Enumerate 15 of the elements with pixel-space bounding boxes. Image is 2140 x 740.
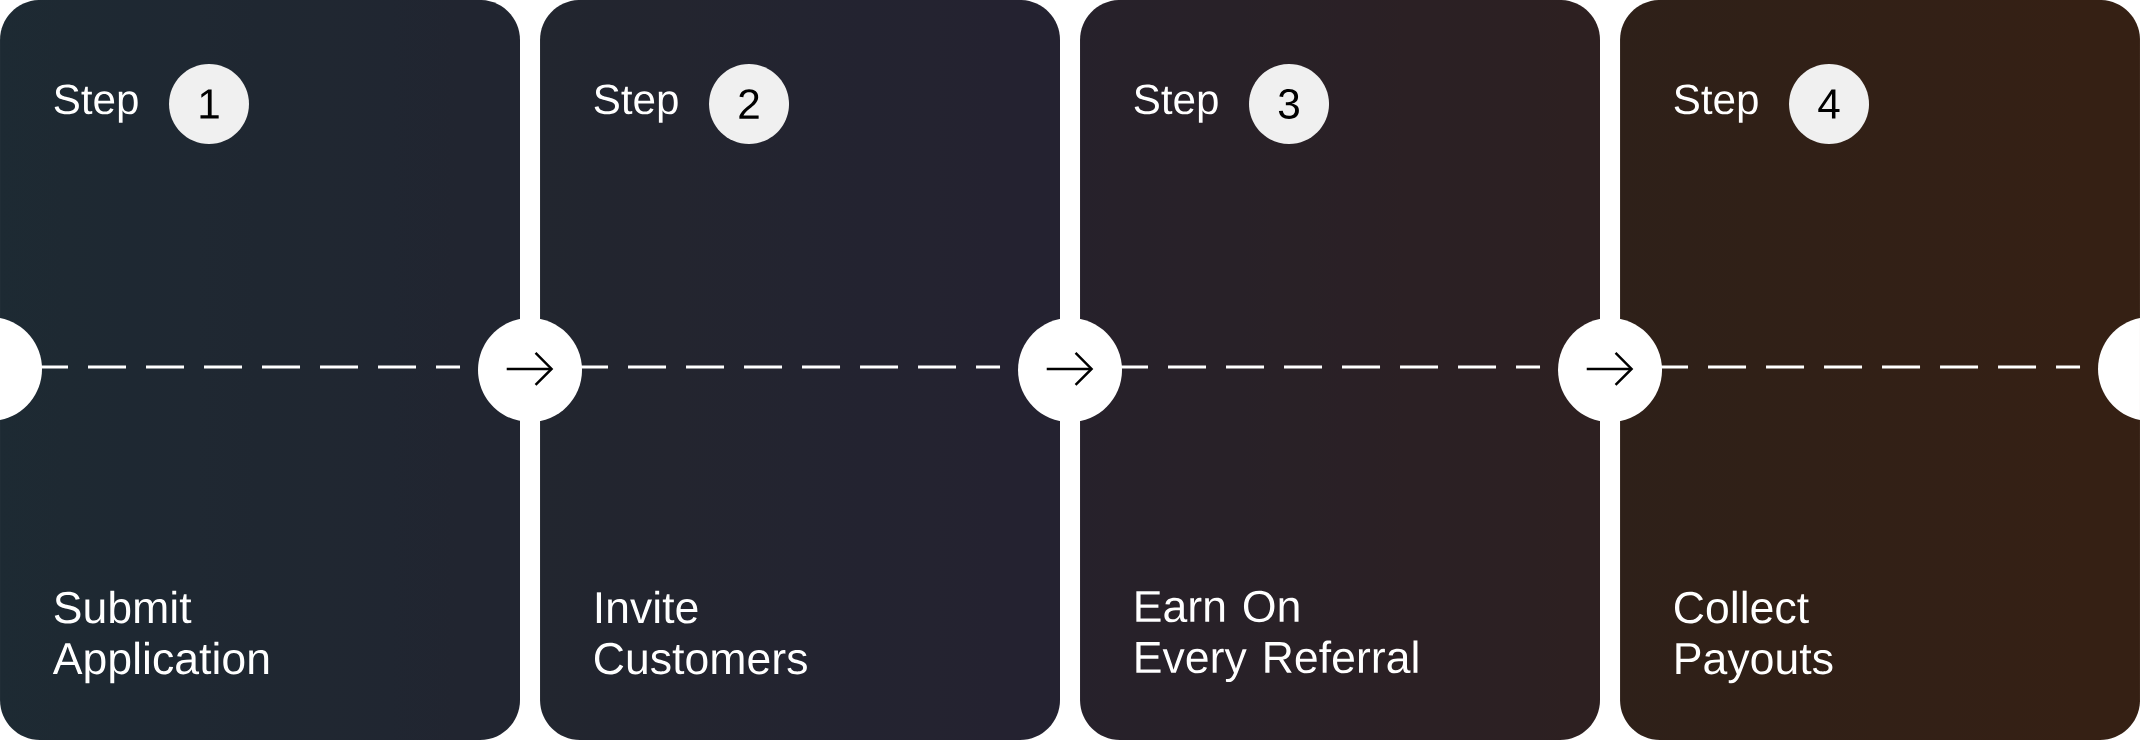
arrow-button (478, 318, 582, 422)
number-badge: 4 (1789, 64, 1869, 144)
arrow-button (1018, 318, 1122, 422)
step-label: Step (1674, 84, 1758, 123)
step-title: Submit Application (52, 590, 269, 684)
step-label: Step (54, 84, 138, 123)
arrow-button (1558, 318, 1663, 422)
step-title: Collect Payouts (1675, 590, 1833, 684)
step-label: Step (1134, 84, 1218, 123)
step-title: Earn On Every Referral (1136, 590, 1418, 683)
step-title: Invite Customers (595, 590, 807, 675)
number-badge: 3 (1249, 64, 1330, 144)
number-badge: 2 (709, 64, 789, 144)
step-label: Step (594, 84, 678, 123)
number-badge: 1 (169, 64, 249, 144)
